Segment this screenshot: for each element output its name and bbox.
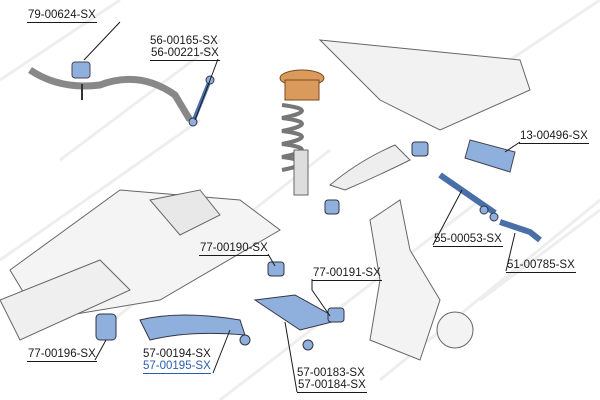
label-bushing-lower[interactable]: 77-00196-SX — [27, 348, 97, 362]
label-lower-arm-1[interactable]: 57-00183-SX — [297, 367, 365, 379]
label-tie-rod-end[interactable]: 51-00785-SX — [506, 259, 576, 273]
label-bushing-left[interactable]: 77-00190-SX — [199, 242, 269, 256]
label-steering-boot[interactable]: 13-00496-SX — [519, 130, 589, 144]
control-arm — [139, 314, 246, 341]
label-bushing-right[interactable]: 77-00191-SX — [312, 267, 382, 281]
steering-rack — [318, 39, 531, 131]
subframe — [0, 189, 281, 341]
tie-rod-end — [499, 219, 542, 243]
label-control-arm-1[interactable]: 57-00194-SX — [143, 348, 211, 360]
strut-assembly — [279, 69, 325, 196]
label-lower-arm-2[interactable]: 57-00184-SX — [297, 379, 367, 393]
label-tie-rod[interactable]: 55-00053-SX — [433, 233, 503, 247]
stabilizer-bar — [28, 67, 194, 122]
label-stabilizer-link-2[interactable]: 56-00221-SX — [150, 47, 220, 61]
upper-arm — [328, 144, 411, 191]
label-stabilizer-bushing[interactable]: 79-00624-SX — [27, 9, 97, 23]
stabilizer-bushing — [71, 61, 91, 79]
label-control-arm-2-link[interactable]: 57-00195-SX — [143, 360, 211, 374]
label-stabilizer-link-1[interactable]: 56-00165-SX — [150, 35, 218, 47]
steering-boot — [464, 139, 516, 173]
bushing-lower — [95, 313, 117, 341]
leader-lines — [83, 21, 521, 393]
steering-knuckle — [369, 199, 441, 361]
